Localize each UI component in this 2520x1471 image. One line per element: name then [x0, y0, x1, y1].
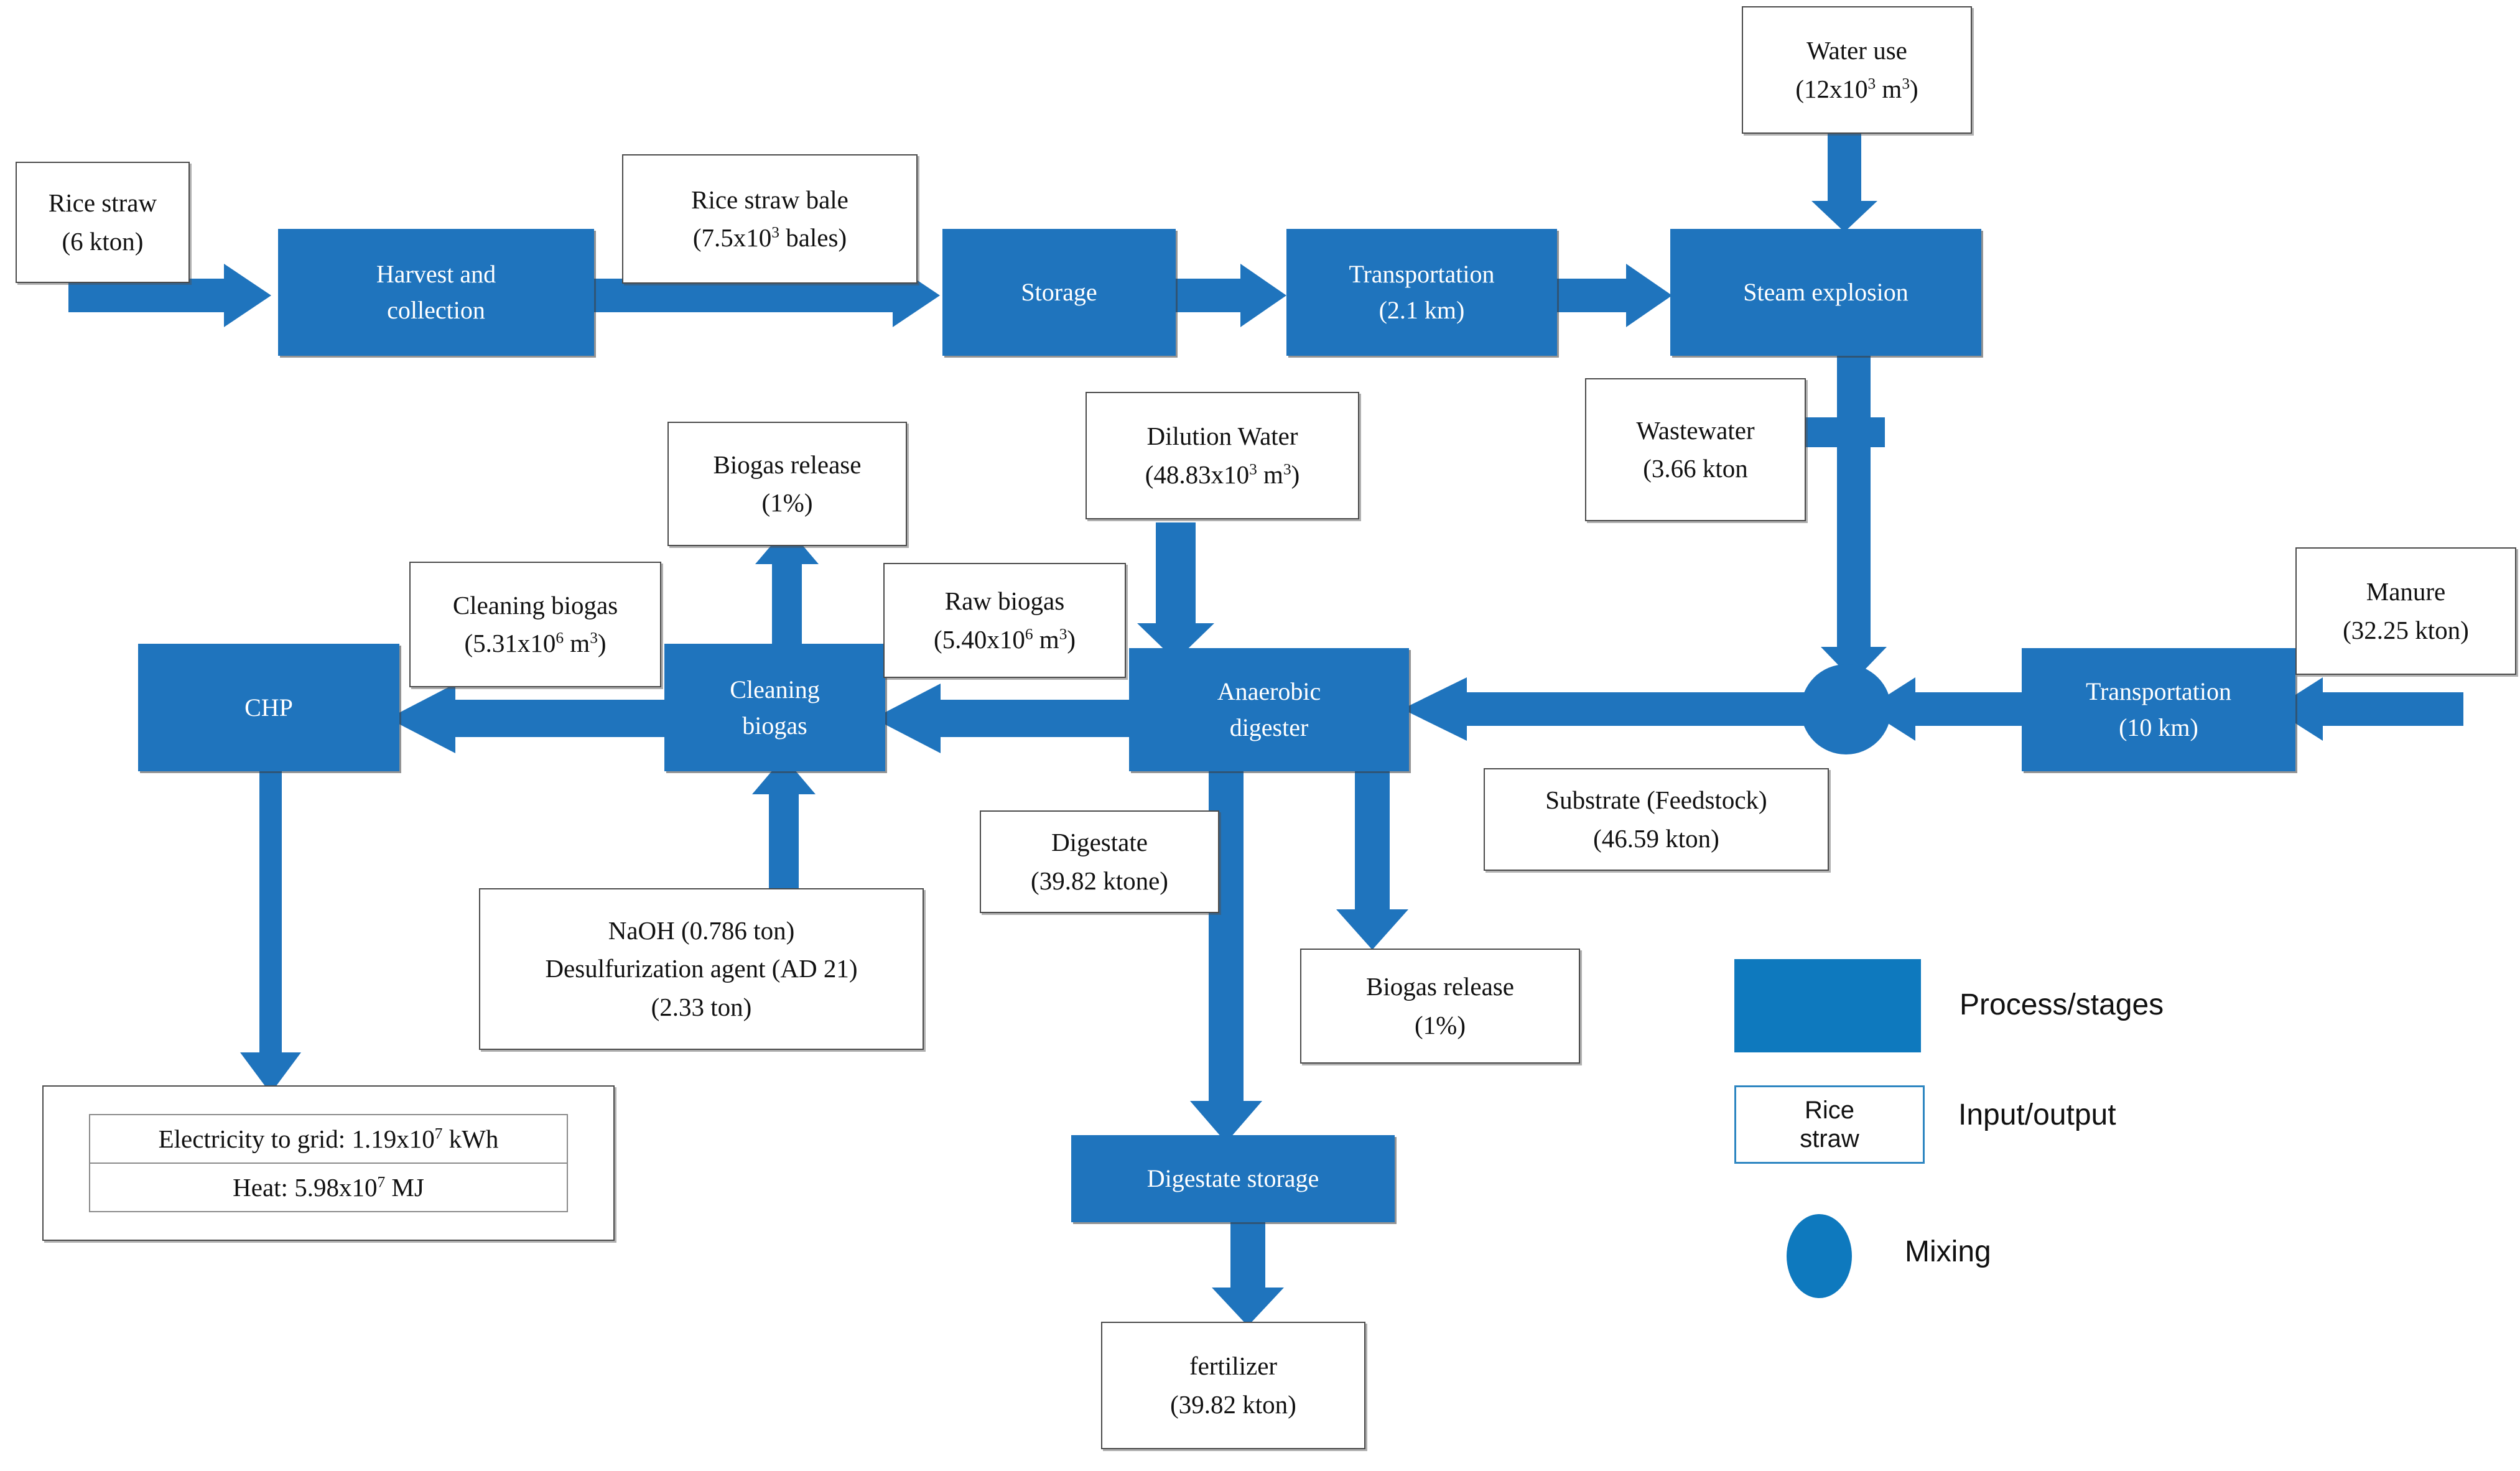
io-rice-straw[interactable]: Rice straw (6 kton)	[16, 162, 190, 283]
io-cleaning-biogas-output[interactable]: Cleaning biogas (5.31x106 m3)	[409, 562, 661, 687]
arrow-cleaning-biogas-to-biogas-release	[753, 526, 821, 666]
process-transportation-1[interactable]: Transportation (2.1 km)	[1286, 229, 1557, 356]
io-biogas-release-bottom-line1: Biogas release	[1366, 972, 1514, 1001]
chp-output-heat: Heat: 5.98x107 MJ	[90, 1162, 567, 1211]
io-manure-line1: Manure	[2366, 577, 2446, 606]
io-reagents-line2: Desulfurization agent (AD 21)	[545, 954, 858, 983]
arrow-cleaning-biogas-to-chp	[386, 681, 690, 756]
process-storage-line1: Storage	[1021, 278, 1097, 306]
io-wastewater-line1: Wastewater	[1636, 415, 1755, 445]
process-cleaning-line1: Cleaning	[730, 675, 820, 703]
io-biogas-release-bottom-line2: (1%)	[1415, 1010, 1466, 1039]
io-digestate-line1: Digestate	[1051, 828, 1148, 856]
process-transportation1-line1: Transportation	[1349, 260, 1495, 288]
chp-output-table: Electricity to grid: 1.19x107 kWh Heat: …	[89, 1114, 568, 1212]
io-biogas-release-top[interactable]: Biogas release (1%)	[667, 422, 907, 546]
arrow-mixing-to-anaerobic-digester	[1400, 675, 1863, 743]
io-substrate-line1: Substrate (Feedstock)	[1545, 786, 1767, 814]
legend-swatch-mixing	[1787, 1214, 1852, 1298]
process-storage[interactable]: Storage	[942, 229, 1176, 356]
process-harvest-and-collection[interactable]: Harvest and collection	[278, 229, 594, 356]
process-anaerobic-digester[interactable]: Anaerobic digester	[1129, 648, 1409, 771]
io-rice-straw-line2: (6 kton)	[62, 226, 144, 256]
io-cleaning-out-line2: (5.31x106 m3)	[464, 629, 607, 657]
io-raw-biogas[interactable]: Raw biogas (5.40x106 m3)	[883, 563, 1126, 678]
process-chp-line1: CHP	[244, 693, 293, 722]
io-dilution-line1: Dilution Water	[1146, 422, 1298, 450]
arrow-chp-to-outputs	[236, 771, 305, 1095]
process-transportation2-line2: (10 km)	[2119, 713, 2198, 741]
process-cleaning-biogas[interactable]: Cleaning biogas	[664, 644, 885, 771]
mixing-node[interactable]	[1801, 664, 1891, 754]
io-biogas-release-top-line1: Biogas release	[713, 450, 862, 479]
legend-label-io: Input/output	[1958, 1098, 2116, 1131]
legend-label-mixing: Mixing	[1905, 1235, 1991, 1268]
process-chp[interactable]: CHP	[138, 644, 399, 771]
io-wastewater-line2: (3.66 kton	[1643, 454, 1748, 483]
process-steam-explosion[interactable]: Steam explosion	[1670, 229, 1981, 356]
process-transportation1-line2: (2.1 km)	[1379, 296, 1465, 324]
io-bale-line1: Rice straw bale	[691, 185, 849, 214]
process-transportation-2[interactable]: Transportation (10 km)	[2022, 648, 2295, 771]
legend-swatch-process	[1734, 959, 1921, 1052]
arrow-reagents-to-cleaning-biogas	[750, 756, 818, 889]
arrow-digester-to-biogas-release-bottom	[1331, 771, 1412, 952]
process-steam-explosion-line1: Steam explosion	[1743, 278, 1909, 306]
arrow-digester-to-digestate-storage	[1185, 771, 1266, 1144]
process-digester-line2: digester	[1229, 713, 1309, 741]
process-digestate-storage-line1: Digestate storage	[1146, 1164, 1319, 1192]
io-water-use-line2: (12x103 m3)	[1795, 74, 1918, 103]
io-fertilizer-line2: (39.82 kton)	[1170, 1390, 1296, 1419]
io-water-use[interactable]: Water use (12x103 m3)	[1742, 6, 1972, 134]
legend-swatch-io: Rice straw	[1734, 1085, 1925, 1164]
arrow-dilution-water-to-digester	[1132, 522, 1219, 662]
io-manure-line2: (32.25 kton)	[2343, 615, 2469, 644]
legend-io-swatch-line1: Rice	[1804, 1097, 1854, 1124]
process-harvest-line1: Harvest and	[376, 260, 496, 288]
io-fertilizer-line1: fertilizer	[1189, 1352, 1278, 1380]
arrow-transportation-to-steam-explosion	[1555, 261, 1673, 330]
io-rice-straw-line1: Rice straw	[48, 188, 157, 217]
io-digestate[interactable]: Digestate (39.82 ktone)	[980, 810, 1219, 913]
process-cleaning-line2: biogas	[742, 711, 807, 740]
io-raw-biogas-line2: (5.40x106 m3)	[933, 624, 1076, 654]
arrow-water-use-to-steam-explosion	[1807, 134, 1882, 233]
io-reagents-line3: (2.33 ton)	[651, 992, 752, 1021]
io-reagents-line1: NaOH (0.786 ton)	[608, 916, 795, 945]
arrow-manure-to-transportation2	[2271, 675, 2463, 743]
chp-output-electricity: Electricity to grid: 1.19x107 kWh	[158, 1125, 499, 1153]
arrow-storage-to-transportation	[1176, 261, 1288, 330]
io-wastewater[interactable]: Wastewater (3.66 kton	[1585, 378, 1806, 521]
io-dilution-water[interactable]: Dilution Water (48.83x103 m3)	[1086, 392, 1359, 519]
io-rice-straw-bale[interactable]: Rice straw bale (7.5x103 bales)	[622, 154, 918, 284]
io-reagents-naoh-desulfurization[interactable]: NaOH (0.786 ton) Desulfurization agent (…	[479, 888, 924, 1050]
io-raw-biogas-line1: Raw biogas	[944, 587, 1065, 615]
io-fertilizer[interactable]: fertilizer (39.82 kton)	[1101, 1322, 1365, 1449]
io-biogas-release-bottom[interactable]: Biogas release (1%)	[1300, 949, 1580, 1064]
io-substrate-feedstock[interactable]: Substrate (Feedstock) (46.59 kton)	[1484, 768, 1829, 871]
process-digester-line1: Anaerobic	[1217, 677, 1321, 705]
io-dilution-line2: (48.83x103 m3)	[1145, 460, 1300, 489]
io-biogas-release-top-line2: (1%)	[761, 488, 813, 517]
io-cleaning-out-line1: Cleaning biogas	[452, 590, 618, 619]
process-digestate-storage[interactable]: Digestate storage	[1071, 1135, 1395, 1222]
arrow-digester-to-cleaning-biogas	[871, 681, 1132, 756]
process-transportation2-line1: Transportation	[2085, 677, 2232, 705]
arrow-digestate-storage-to-fertilizer	[1207, 1219, 1288, 1328]
io-water-use-line1: Water use	[1806, 36, 1907, 65]
process-harvest-line2: collection	[387, 296, 485, 324]
io-manure[interactable]: Manure (32.25 kton)	[2295, 547, 2516, 675]
io-bale-line2: (7.5x103 bales)	[692, 223, 847, 252]
io-digestate-line2: (39.82 ktone)	[1031, 866, 1168, 895]
arrow-transportation2-to-mixing	[1863, 675, 2025, 743]
legend-label-process: Process/stages	[1960, 988, 2164, 1021]
io-substrate-line2: (46.59 kton)	[1593, 824, 1719, 853]
legend-io-swatch-line2: straw	[1800, 1125, 1859, 1153]
io-chp-energy-outputs[interactable]: Electricity to grid: 1.19x107 kWh Heat: …	[42, 1085, 615, 1241]
